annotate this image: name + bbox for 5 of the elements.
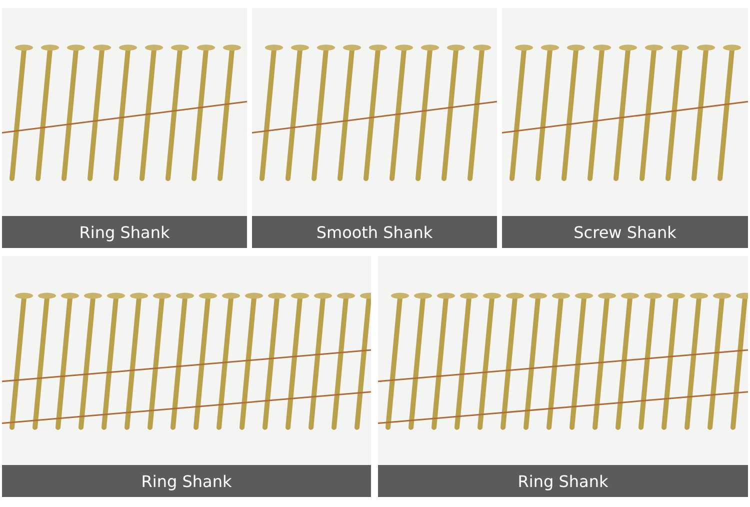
node-label: Ring Shank bbox=[79, 222, 170, 242]
node-label: Ring Shank bbox=[518, 472, 608, 490]
node-label: Screw Shank bbox=[574, 222, 676, 242]
node-label: Ring Shank bbox=[141, 472, 232, 490]
node-label: Smooth Shank bbox=[316, 222, 433, 242]
